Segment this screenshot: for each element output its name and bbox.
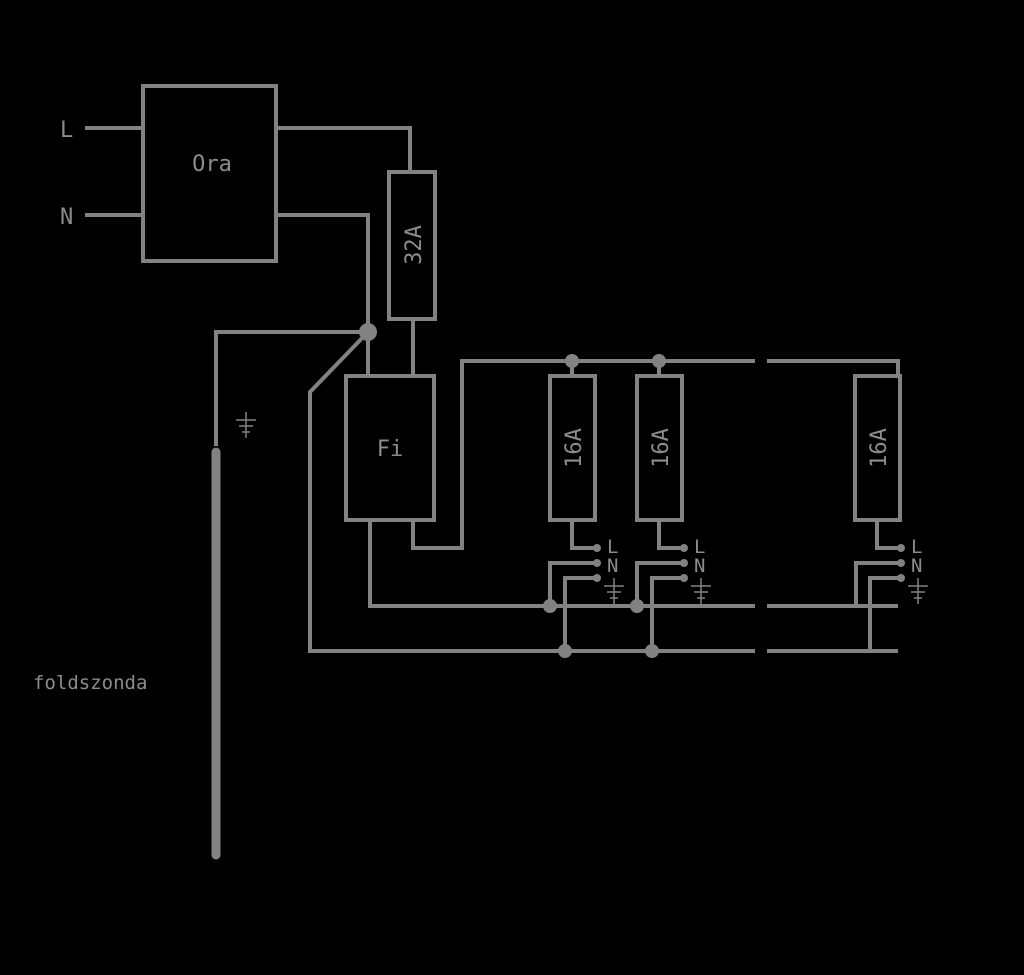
meter-line-out-wire — [276, 126, 412, 172]
outlet-1-neutral-pin — [593, 559, 601, 567]
outlet-1-line-label: L — [607, 536, 618, 558]
outlet-2-neutral-pin — [680, 559, 688, 567]
outlet-2-pe-pin — [680, 574, 688, 582]
outlet-3-neutral-pin — [897, 559, 905, 567]
line-bus-wire — [411, 359, 900, 550]
outlet-3-neutral-label: N — [911, 555, 922, 577]
outlet-3-pe-pin — [897, 574, 905, 582]
branch-3-pe-out — [868, 576, 898, 651]
outlet-2-line-pin — [680, 544, 688, 552]
meter-neutral-out-wire — [276, 213, 370, 376]
main-breaker-label: 32A — [402, 225, 427, 265]
outlet-3: L N — [897, 536, 928, 604]
junction-neutral-2 — [630, 599, 644, 613]
main-breaker: 32A — [387, 170, 437, 321]
rcd: Fi — [344, 374, 436, 522]
branch-3-neutral-out — [854, 561, 898, 606]
meter: Ora — [141, 84, 278, 263]
branch-2-line-out — [657, 520, 681, 550]
input-line-label: L — [60, 118, 73, 143]
branch-breaker-1: 16A — [548, 374, 597, 522]
outlet-3-line-label: L — [911, 536, 922, 558]
junction-neutral-earth — [359, 323, 377, 341]
outlet-2-line-label: L — [694, 536, 705, 558]
neutral-bus-wire — [368, 520, 898, 608]
wires — [85, 126, 900, 655]
branch-1-line-out — [570, 520, 594, 550]
rcd-label: Fi — [377, 437, 404, 462]
branch-breaker-2: 16A — [635, 374, 684, 522]
ground-symbol-icon — [908, 578, 928, 604]
meter-label: Ora — [192, 152, 232, 177]
rcd-box — [344, 374, 436, 522]
branch-3-line-out — [875, 520, 898, 550]
ground-symbol-icon — [691, 578, 711, 604]
junction-neutral-1 — [543, 599, 557, 613]
junction-line-1 — [565, 354, 579, 368]
ground-symbol-icon — [236, 412, 256, 438]
branch-breaker-3-box — [853, 374, 902, 522]
branch-breaker-3: 16A — [853, 374, 902, 522]
junction-pe-1 — [558, 644, 572, 658]
input-neutral-label: N — [60, 205, 73, 230]
junctions — [359, 323, 666, 658]
ground-symbol-icon — [604, 578, 624, 604]
outlet-1-pe-pin — [593, 574, 601, 582]
junction-line-2 — [652, 354, 666, 368]
outlet-1-line-pin — [593, 544, 601, 552]
branch-breaker-2-box — [635, 374, 684, 522]
branch-breaker-2-label: 16A — [649, 428, 674, 468]
pe-bus-wire — [308, 330, 898, 653]
meter-box — [141, 84, 278, 263]
branch-breaker-3-label: 16A — [867, 428, 892, 468]
outlet-3-line-pin — [897, 544, 905, 552]
branch-2-neutral-out — [635, 561, 681, 606]
branch-breaker-1-label: 16A — [562, 428, 587, 468]
ground-probe-label: foldszonda — [33, 672, 147, 694]
outlet-2: L N — [680, 536, 711, 604]
branch-breaker-1-box — [548, 374, 597, 522]
branch-2-pe-out — [650, 576, 681, 651]
junction-pe-2 — [645, 644, 659, 658]
outlet-1-neutral-label: N — [607, 555, 618, 577]
branch-1-neutral-out — [548, 561, 594, 606]
main-breaker-box — [387, 170, 437, 321]
outlet-2-neutral-label: N — [694, 555, 705, 577]
branch-1-pe-out — [563, 576, 594, 651]
earth-wire — [214, 330, 368, 446]
outlet-1: L N — [593, 536, 624, 604]
